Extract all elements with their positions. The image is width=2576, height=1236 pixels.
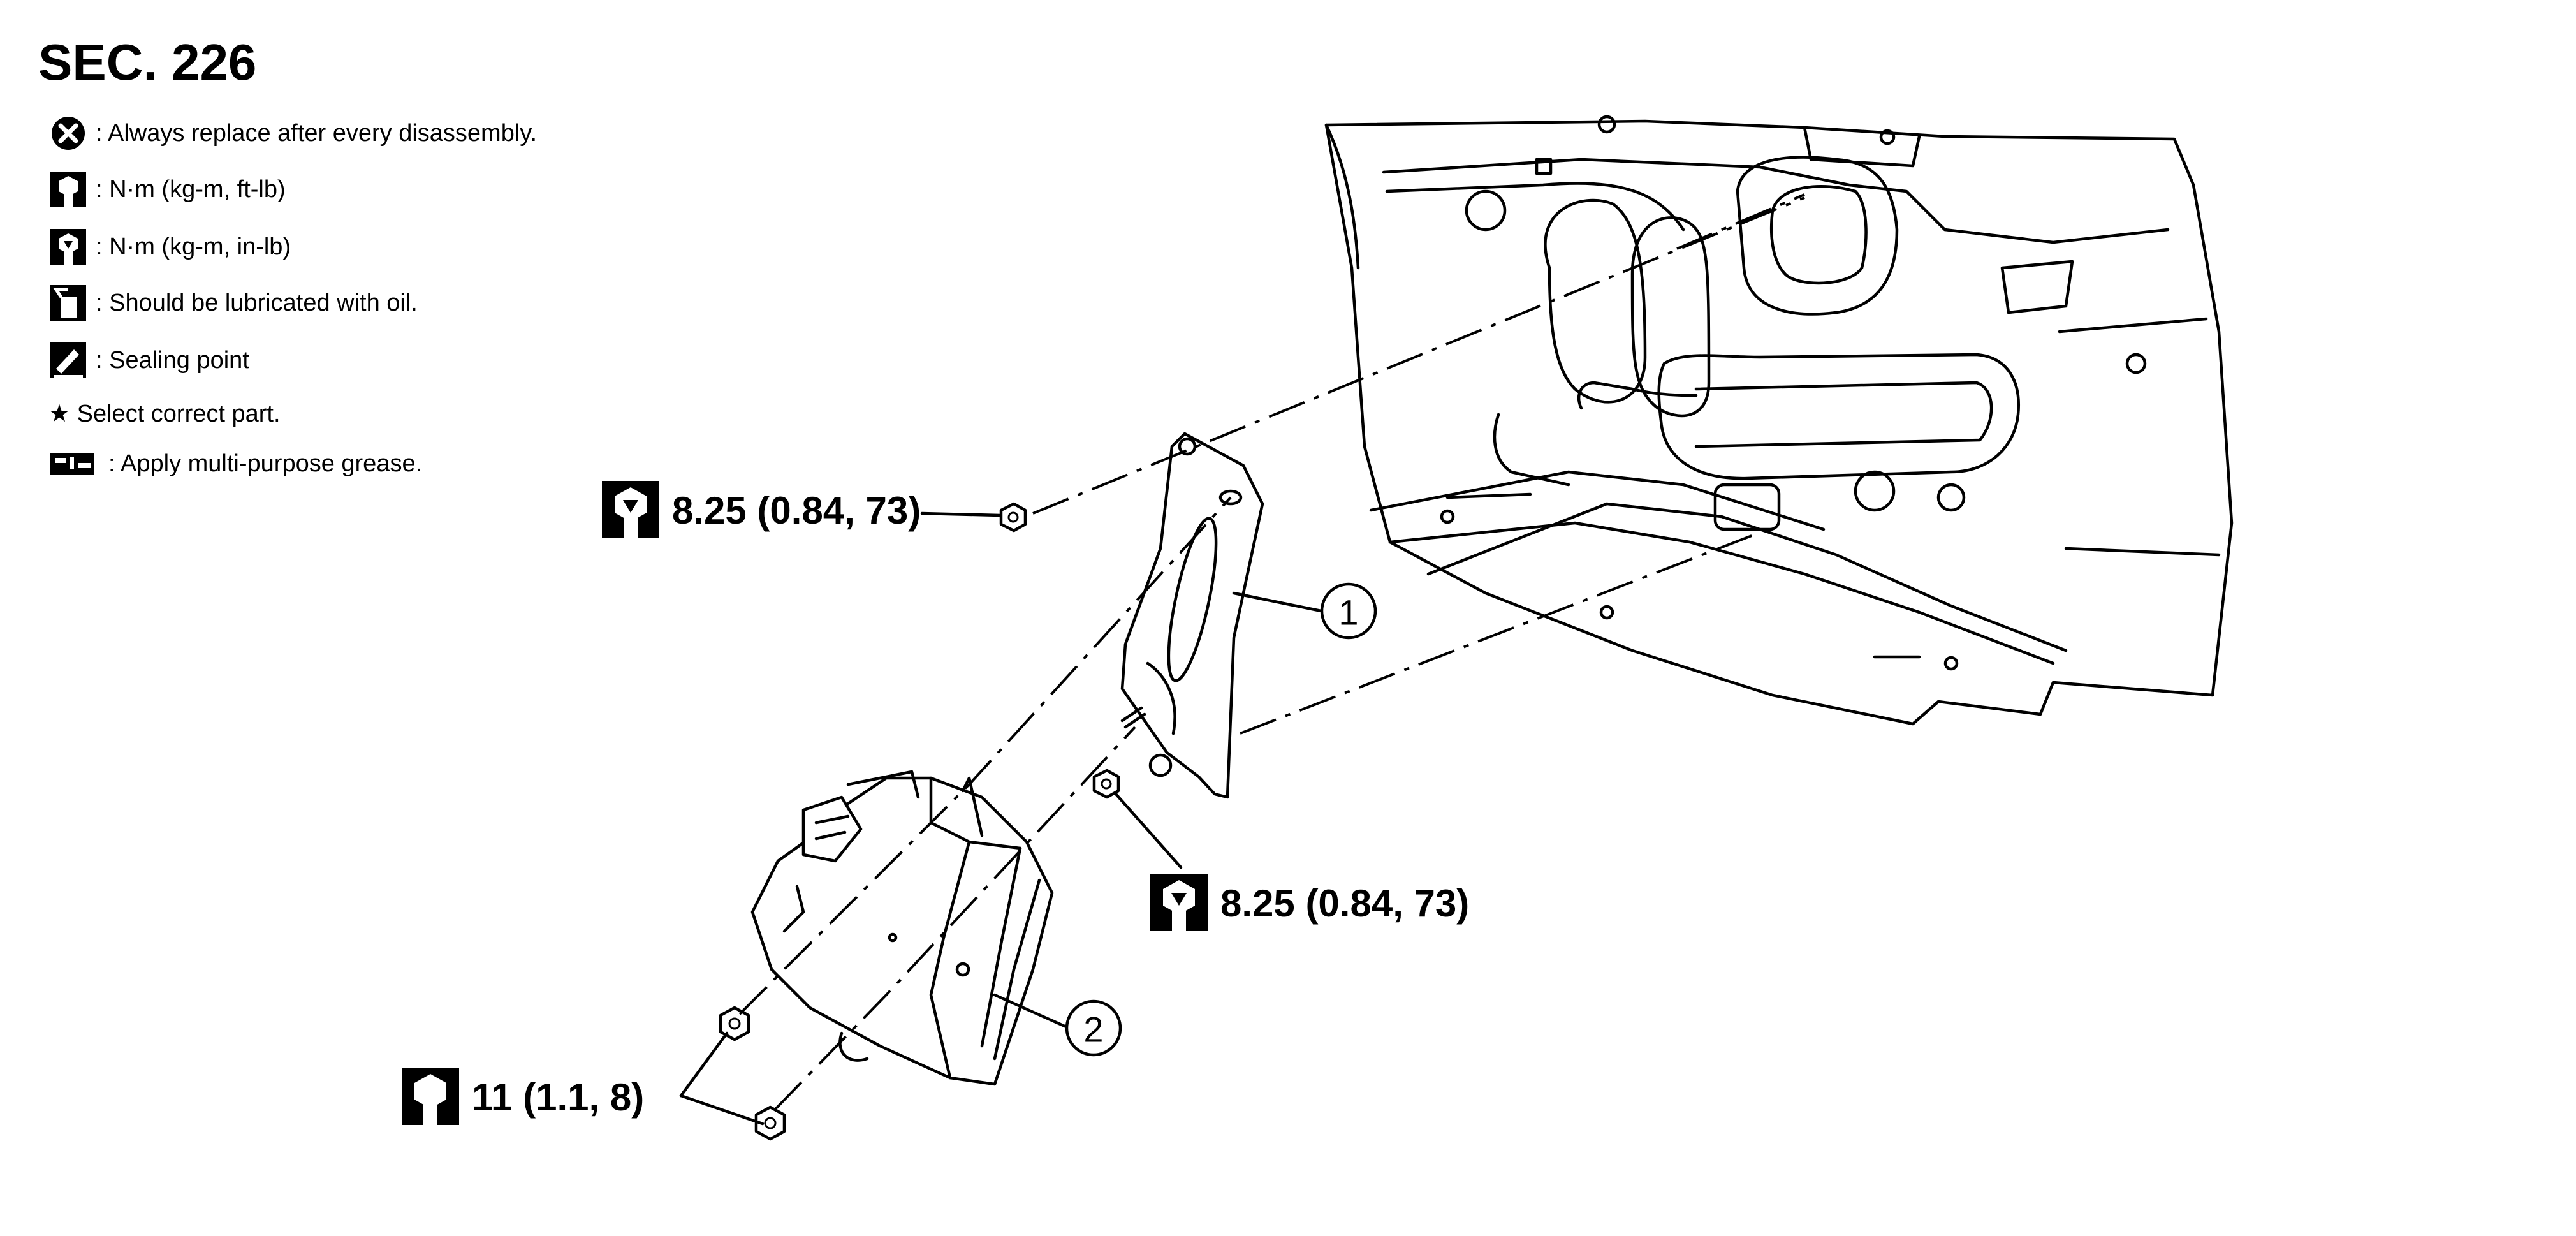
leader-lines <box>679 511 1323 1126</box>
legend-text: ★ Select correct part. <box>48 401 281 427</box>
grease-tube-icon <box>50 453 94 475</box>
circle-x-icon <box>52 117 85 150</box>
lower-nut-lower <box>754 1105 786 1141</box>
part-number: 2 <box>1083 1010 1103 1050</box>
section-title: SEC. 226 <box>38 34 257 91</box>
upper-bolt <box>999 502 1027 533</box>
torque-value: 8.25 (0.84, 73) <box>1220 882 1470 925</box>
middle-bolt <box>1092 769 1120 799</box>
wrench-ft-lb-icon <box>50 172 86 207</box>
legend-text: : N·m (kg-m, ft-lb) <box>96 176 286 203</box>
lower-nut-upper <box>719 1006 750 1041</box>
legend-text: : Always replace after every disassembly… <box>96 120 538 147</box>
wrench-in-lb-icon <box>602 481 659 538</box>
wrench-in-lb-icon <box>50 229 86 265</box>
vehicle-body-panel <box>1324 115 2234 726</box>
bracket <box>1120 432 1264 799</box>
wrench-ft-lb-icon <box>402 1068 459 1125</box>
legend-text: : Apply multi-purpose grease. <box>108 450 423 477</box>
torque-value: 8.25 (0.84, 73) <box>672 489 921 532</box>
sealing-point-icon <box>50 342 86 378</box>
wrench-in-lb-icon <box>1150 874 1208 931</box>
part-callout-1: 1 <box>1320 582 1377 640</box>
legend-text: : Sealing point <box>96 347 249 374</box>
torque-value: 11 (1.1, 8) <box>472 1076 645 1119</box>
part-number: 1 <box>1338 592 1358 633</box>
stud-bolt <box>1120 489 1243 729</box>
alignment-lines <box>738 193 1805 1111</box>
oil-can-icon <box>50 285 86 321</box>
part-callout-2: 2 <box>1065 999 1122 1057</box>
control-unit <box>750 770 1054 1086</box>
legend-text: : Should be lubricated with oil. <box>96 290 418 316</box>
legend-text: : N·m (kg-m, in-lb) <box>96 233 291 260</box>
